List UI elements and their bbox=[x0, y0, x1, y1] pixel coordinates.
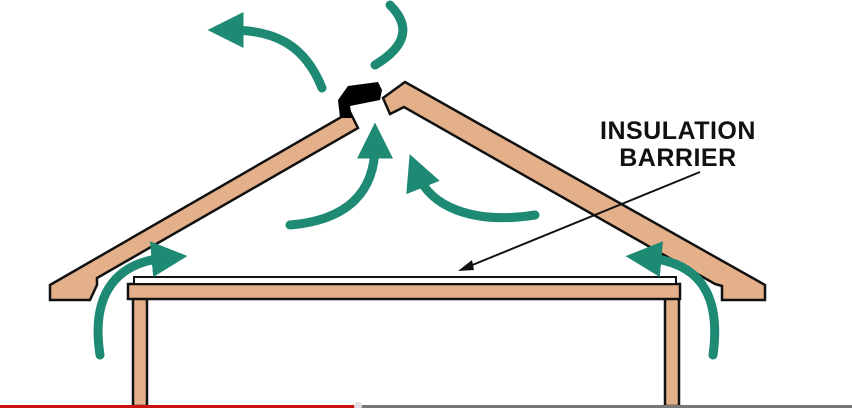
label-pointer-arrow bbox=[464, 171, 701, 269]
video-scrubber-handle[interactable] bbox=[353, 402, 362, 408]
airflow-arrow-rise-left bbox=[285, 122, 393, 230]
airflow-arrow-eave-right bbox=[625, 241, 720, 360]
ridge-vent bbox=[338, 82, 382, 118]
right-post bbox=[663, 294, 681, 408]
pointer-arrowhead bbox=[458, 260, 474, 271]
airflow-arrow-rise-right bbox=[406, 154, 540, 223]
insulation-barrier-label: INSULATION BARRIER bbox=[600, 118, 756, 172]
video-progress-fill bbox=[0, 405, 358, 408]
airflow-arrow-exhaust-up bbox=[370, 0, 408, 70]
label-line-2: BARRIER bbox=[619, 144, 737, 172]
left-rafter bbox=[48, 110, 360, 302]
label-line-1: INSULATION bbox=[600, 117, 756, 145]
insulation-barrier bbox=[133, 276, 677, 285]
ceiling-joist bbox=[126, 282, 682, 301]
airflow-arrow-eave-left bbox=[93, 241, 188, 360]
airflow-arrows bbox=[93, 0, 720, 360]
airflow-arrow-exhaust-left bbox=[207, 12, 327, 93]
video-progress-bar[interactable] bbox=[0, 402, 852, 408]
right-rafter bbox=[381, 80, 767, 302]
left-post bbox=[131, 294, 149, 408]
